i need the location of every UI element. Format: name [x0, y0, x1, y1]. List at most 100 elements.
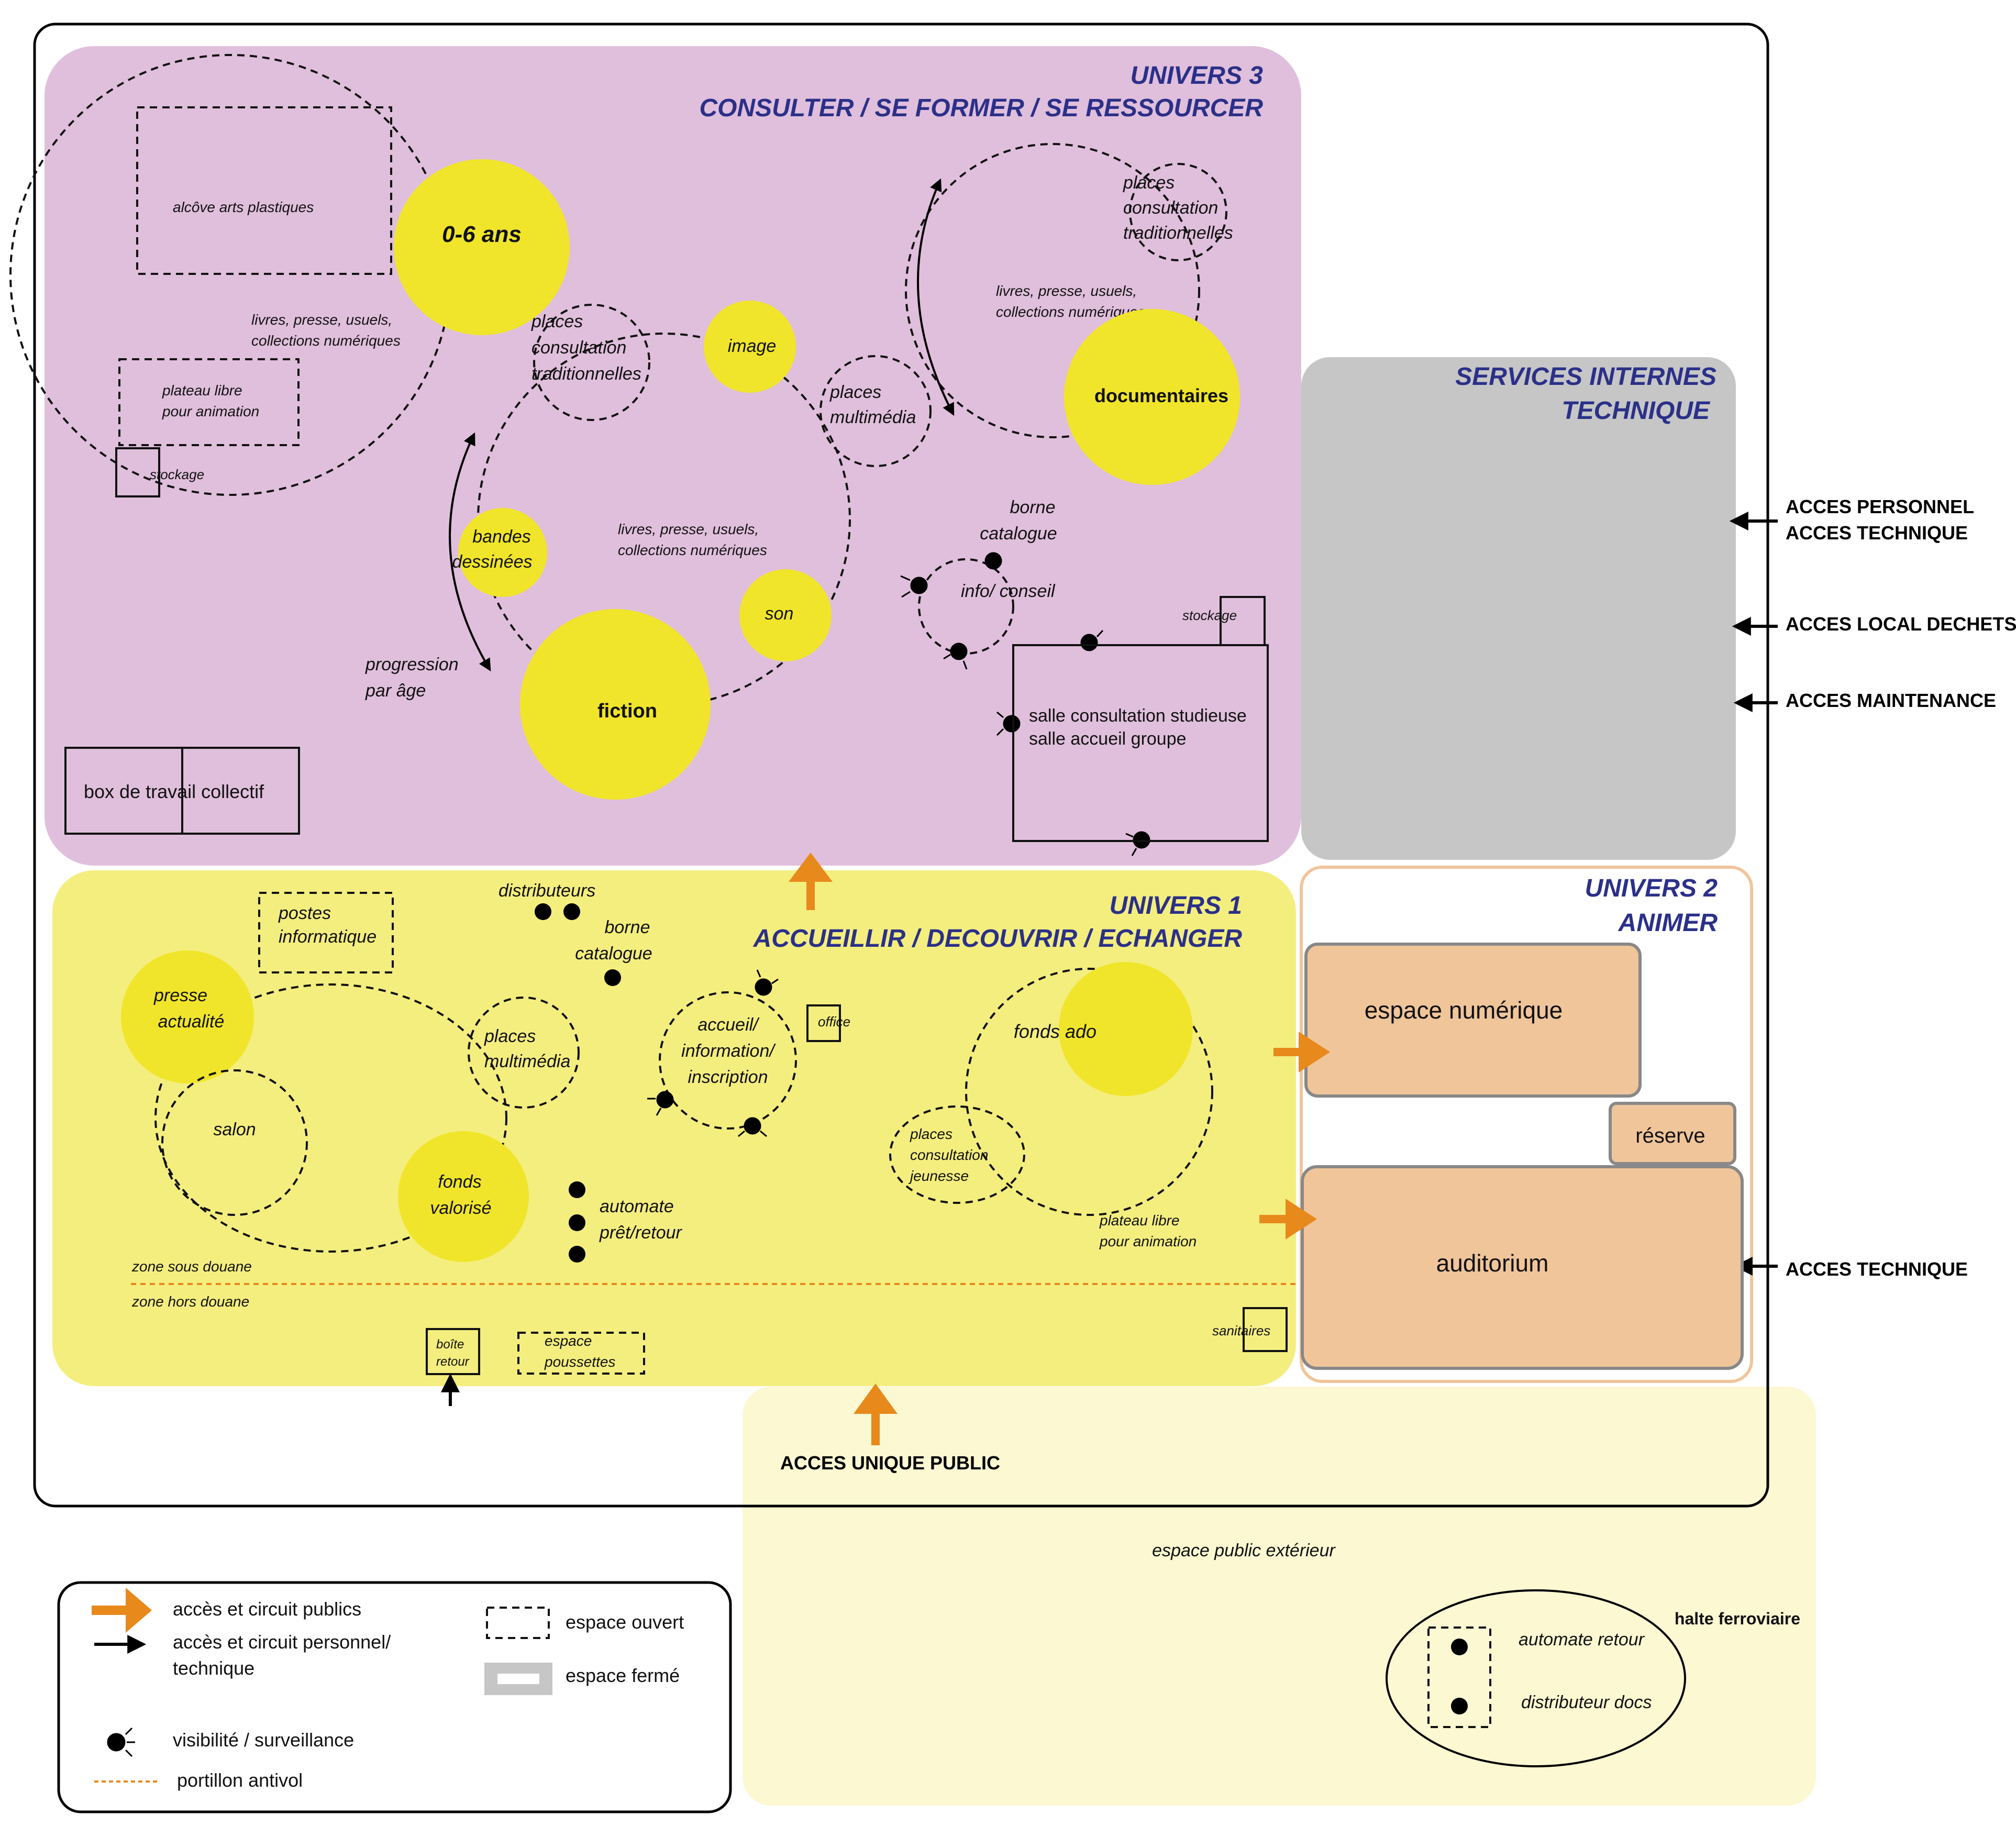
borne-u1-dot: [604, 969, 621, 986]
salle-2: salle accueil groupe: [1029, 729, 1187, 749]
public-main-arrow: [854, 1384, 898, 1445]
places-consult-right-3: traditionnelles: [1123, 223, 1233, 243]
alcove-label: alcôve arts plastiques: [173, 199, 314, 215]
services-zone: [1301, 357, 1736, 860]
circle-son: [739, 569, 832, 661]
dashed-circle-documentaires: [905, 143, 1200, 438]
progression-arrow: [449, 432, 491, 672]
plateau-u3-1: plateau libre: [162, 382, 242, 399]
auditorium-label: auditorium: [1436, 1249, 1549, 1277]
fonds-valorise-1: fonds: [438, 1172, 481, 1192]
legend-public-arrow: [92, 1588, 152, 1633]
legend-ferme-swatch-inner: [497, 1674, 539, 1684]
places-multimedia-2: multimédia: [830, 407, 916, 427]
plateau-u1-2: pour animation: [1099, 1233, 1197, 1249]
label-image: image: [728, 336, 777, 356]
automate-dots: [569, 1181, 585, 1263]
presse-2: actualité: [158, 1012, 225, 1032]
automate-1: automate: [600, 1197, 674, 1216]
postes-2: informatique: [279, 927, 376, 947]
legend-ferme: espace fermé: [566, 1665, 680, 1686]
legend-public: accès et circuit publics: [173, 1598, 361, 1620]
accueil-1: accueil/: [697, 1015, 760, 1035]
univers3-title-1: UNIVERS 3: [1131, 62, 1264, 90]
collections-a-1: livres, presse, usuels,: [251, 312, 392, 328]
univers1-title-2: ACCUEILLIR / DECOUVRIR / ECHANGER: [753, 925, 1243, 953]
accueil-3: inscription: [688, 1067, 768, 1087]
bandes-2: dessinées: [452, 552, 532, 572]
circle-fonds-valorise: [398, 1131, 529, 1262]
presse-1: presse: [153, 986, 207, 1005]
collections-b-1: livres, presse, usuels,: [996, 283, 1137, 299]
staff-access-arrows: [1729, 512, 1778, 1276]
collections-c-1: livres, presse, usuels,: [618, 521, 759, 537]
label-son: son: [765, 604, 794, 624]
espace-exterieur: espace public extérieur: [1152, 1541, 1336, 1561]
visibility-markers-u3: [900, 552, 1150, 856]
halte-automate: automate retour: [1519, 1630, 1645, 1650]
univers2-title-1: UNIVERS 2: [1585, 875, 1718, 902]
places-multimedia-u1-2: multimédia: [484, 1052, 570, 1071]
progression-1: progression: [365, 655, 459, 674]
fonds-valorise-2: valorisé: [430, 1198, 491, 1218]
halte-dashed-rect: [1427, 1626, 1491, 1728]
legend-visibilite: visibilité / surveillance: [173, 1729, 354, 1751]
documentaires-arrow: [917, 178, 955, 416]
plateau-u1-1: plateau libre: [1099, 1212, 1180, 1229]
postes-rect: [258, 892, 394, 973]
stockage-left-box: [115, 447, 160, 497]
stockage-left-label: stockage: [150, 467, 204, 482]
circle-0-6: [394, 159, 570, 335]
salon-label: salon: [213, 1120, 256, 1139]
collections-a-2: collections numériques: [251, 333, 401, 349]
halte-dots: [1451, 1639, 1468, 1714]
dashed-presse-salon: [154, 983, 507, 1253]
circle-fiction: [520, 609, 711, 800]
dashed-info-conseil: [918, 558, 1014, 655]
poussettes-2: poussettes: [544, 1354, 615, 1370]
label-0-6: 0-6 ans: [442, 222, 522, 247]
legend-ouvert-swatch: [486, 1607, 550, 1639]
borne-u3-1: borne: [1010, 497, 1056, 517]
distributeurs-label: distributeurs: [499, 881, 595, 901]
reserve-label: réserve: [1635, 1124, 1705, 1147]
places-consult-right-1: places: [1123, 173, 1175, 193]
acces-technique: ACCES TECHNIQUE: [1786, 1258, 1968, 1280]
univers3-title-2: CONSULTER / SE FORMER / SE RESSOURCER: [699, 94, 1263, 122]
places-consult-right-2: consultation: [1123, 198, 1218, 218]
accueil-2: information/: [681, 1041, 776, 1061]
circle-image: [704, 301, 796, 393]
services-title-1: SERVICES INTERNES: [1455, 363, 1716, 391]
places-jeunesse-2: consultation: [910, 1147, 988, 1163]
plateau-rect-u3: [118, 358, 300, 446]
info-conseil-label: info/ conseil: [961, 581, 1056, 601]
postes-1: postes: [278, 903, 331, 923]
dashed-places-jeunesse: [889, 1105, 1025, 1204]
sanitaires-label: sanitaires: [1212, 1323, 1270, 1338]
zone-hors-label: zone hors douane: [131, 1293, 249, 1310]
dashed-places-multimedia-u1: [468, 997, 580, 1109]
places-consult-3: traditionnelles: [531, 364, 641, 384]
borne-u3-2: catalogue: [980, 524, 1057, 544]
circle-documentaires: [1064, 309, 1240, 485]
label-documentaires: documentaires: [1094, 385, 1228, 406]
zone-sous-label: zone sous douane: [131, 1258, 252, 1275]
places-consult-1: places: [531, 312, 583, 331]
salle-rect: [1012, 644, 1269, 842]
dashed-accueil: [659, 991, 797, 1130]
borne-u1-2: catalogue: [575, 944, 652, 964]
poussettes-rect: [517, 1332, 645, 1375]
public-arrows-u2: [1259, 1032, 1330, 1240]
reserve-room: [1609, 1102, 1736, 1165]
legend-box: [57, 1581, 732, 1813]
automate-2: prêt/retour: [599, 1223, 683, 1243]
places-multimedia-u1-1: places: [484, 1026, 536, 1046]
numerique-label: espace numérique: [1365, 997, 1563, 1024]
halte-label: halte ferroviaire: [1675, 1609, 1800, 1628]
legend-personnel-1: accès et circuit personnel/: [173, 1631, 391, 1653]
univers2-title-2: ANIMER: [1618, 909, 1718, 937]
acces-maintenance: ACCES MAINTENANCE: [1786, 690, 1996, 711]
boite-2: retour: [436, 1355, 470, 1369]
